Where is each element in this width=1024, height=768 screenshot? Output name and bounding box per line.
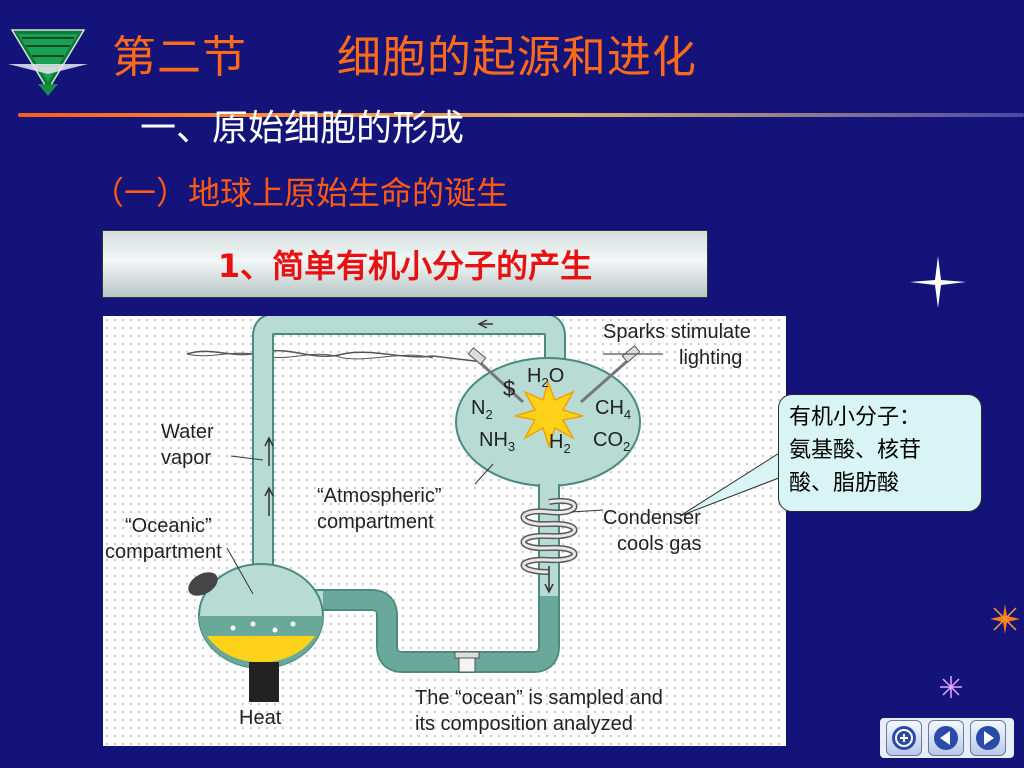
- home-button[interactable]: [886, 720, 922, 756]
- label-h2: H2: [549, 431, 571, 456]
- label-n2: N2: [471, 397, 493, 422]
- label-co2: CO2: [593, 429, 631, 454]
- slide-title: 第二节 细胞的起源和进化: [112, 32, 697, 83]
- callout-pointer: [680, 449, 785, 517]
- miller-urey-diagram: $ H2O N2 CH4 NH3 H2 CO2 Sparks stimulate…: [103, 316, 786, 746]
- burst-icon: [990, 604, 1020, 634]
- label-sparks: Sparks stimulate: [603, 321, 751, 343]
- prev-button[interactable]: [928, 720, 964, 756]
- dollar-mark: $: [503, 376, 516, 401]
- next-icon: [976, 726, 1000, 750]
- label-atmospheric: “Atmospheric”: [317, 485, 442, 507]
- label-cools-gas: cools gas: [617, 533, 702, 555]
- label-heat: Heat: [239, 707, 282, 729]
- apparatus-drawing: [186, 316, 663, 702]
- callout-line-3: 酸、脂肪酸: [789, 471, 900, 496]
- small-star-icon: [940, 676, 962, 698]
- logo-icon: [8, 29, 88, 96]
- callout-line-1: 有机小分子：: [789, 405, 922, 430]
- label-sampled: The “ocean” is sampled and: [415, 687, 663, 709]
- label-analyzed: its composition analyzed: [415, 713, 633, 735]
- label-water: Water: [161, 421, 214, 443]
- label-oceanic: “Oceanic”: [125, 515, 212, 537]
- label-condenser: Condenser: [603, 507, 701, 529]
- topic-box: 1、简单有机小分子的产生: [102, 230, 708, 298]
- title-underline: [18, 113, 1024, 117]
- label-oceanic-compartment: compartment: [105, 541, 222, 563]
- home-icon: [892, 726, 916, 750]
- label-atmospheric-compartment: compartment: [317, 511, 434, 533]
- subsection-heading: （一）地球上原始生命的诞生: [92, 174, 509, 212]
- label-vapor: vapor: [161, 447, 212, 469]
- sparkle-icon: [910, 256, 966, 308]
- prev-icon: [934, 726, 958, 750]
- section-heading: 一、原始细胞的形成: [140, 108, 465, 149]
- next-button[interactable]: [970, 720, 1006, 756]
- topic-box-label: 1、简单有机小分子的产生: [217, 247, 593, 285]
- callout-bubble: 有机小分子： 氨基酸、核苷 酸、脂肪酸: [778, 394, 982, 512]
- label-lighting: lighting: [679, 347, 743, 369]
- label-h2o: H2O: [527, 365, 565, 390]
- callout-line-2: 氨基酸、核苷: [789, 438, 922, 463]
- label-ch4: CH4: [595, 397, 632, 422]
- label-nh3: NH3: [479, 429, 516, 454]
